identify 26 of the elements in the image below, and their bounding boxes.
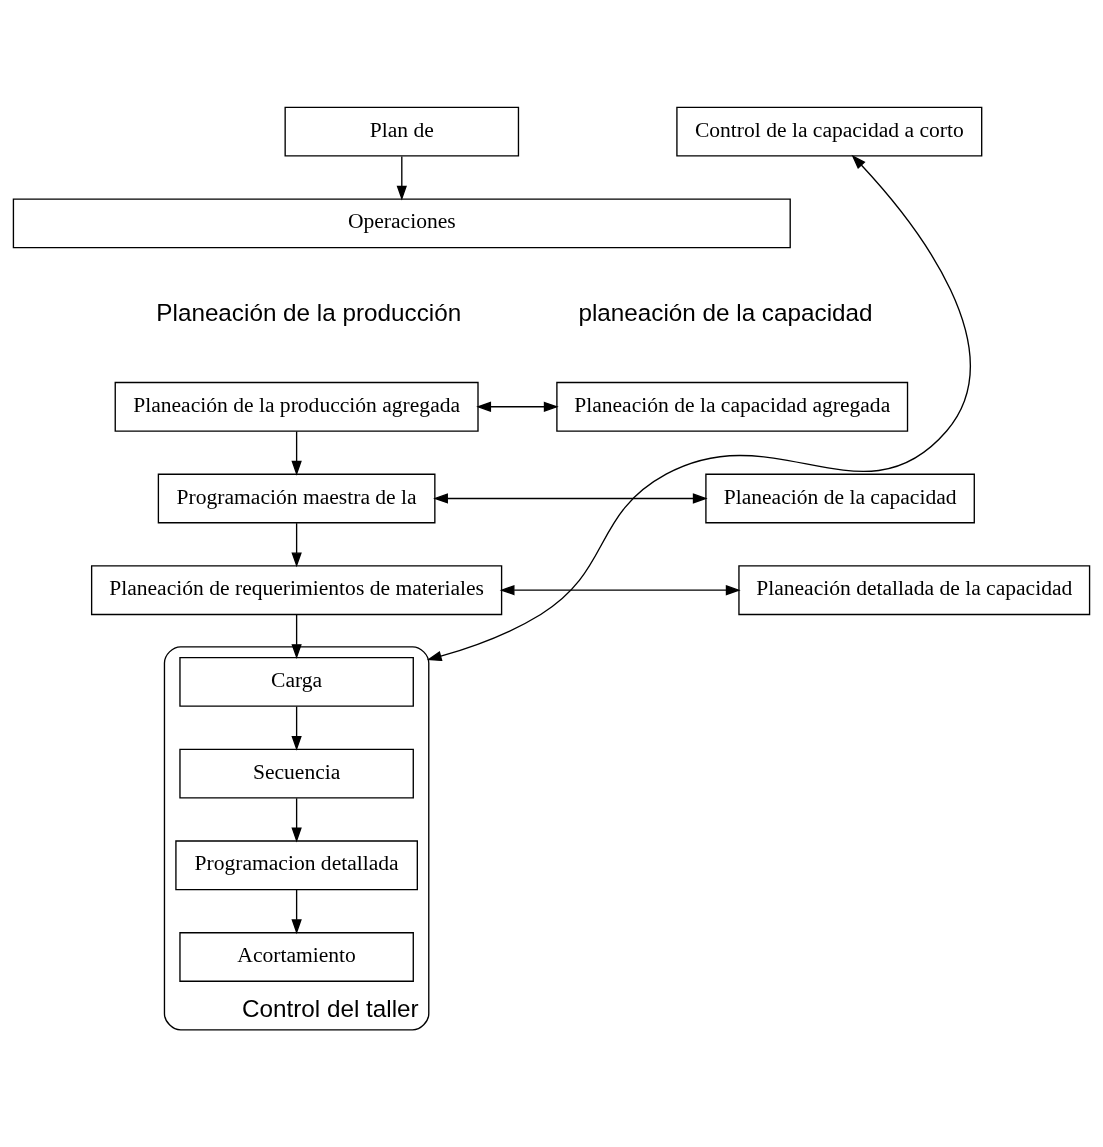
node-box: Planeación detallada de la capacidad bbox=[738, 564, 1091, 615]
node-box: Planeación de la capacidad bbox=[705, 473, 975, 523]
node-box: Programacion detallada bbox=[175, 839, 418, 890]
node-box: Acortamiento bbox=[179, 931, 414, 982]
node-box: Planeación de la producción agregada bbox=[114, 381, 479, 432]
arrow bbox=[476, 401, 559, 412]
label: planeación de la capacidad bbox=[578, 298, 873, 326]
node-box: Operaciones bbox=[12, 197, 791, 248]
arrow bbox=[291, 430, 302, 476]
arrow bbox=[291, 797, 302, 842]
arrow bbox=[433, 492, 708, 504]
node-box: Programación maestra de la bbox=[157, 473, 436, 523]
arrow bbox=[291, 705, 302, 751]
node-box: Control de la capacidad a corto bbox=[676, 106, 983, 157]
node-box: Planeación de la capacidad agregada bbox=[556, 381, 909, 432]
arrow bbox=[291, 613, 302, 659]
arrow bbox=[426, 154, 971, 661]
node-box: Planeación de requerimientos de materiales bbox=[90, 564, 503, 615]
node-box: Carga bbox=[179, 656, 414, 707]
label: Planeación de la producción bbox=[156, 298, 462, 326]
arrow bbox=[396, 155, 407, 201]
node-box: Secuencia bbox=[179, 748, 414, 799]
arrow bbox=[499, 584, 741, 595]
arrow bbox=[291, 522, 302, 567]
arrow bbox=[291, 888, 302, 934]
node-box: Plan de bbox=[284, 106, 520, 157]
